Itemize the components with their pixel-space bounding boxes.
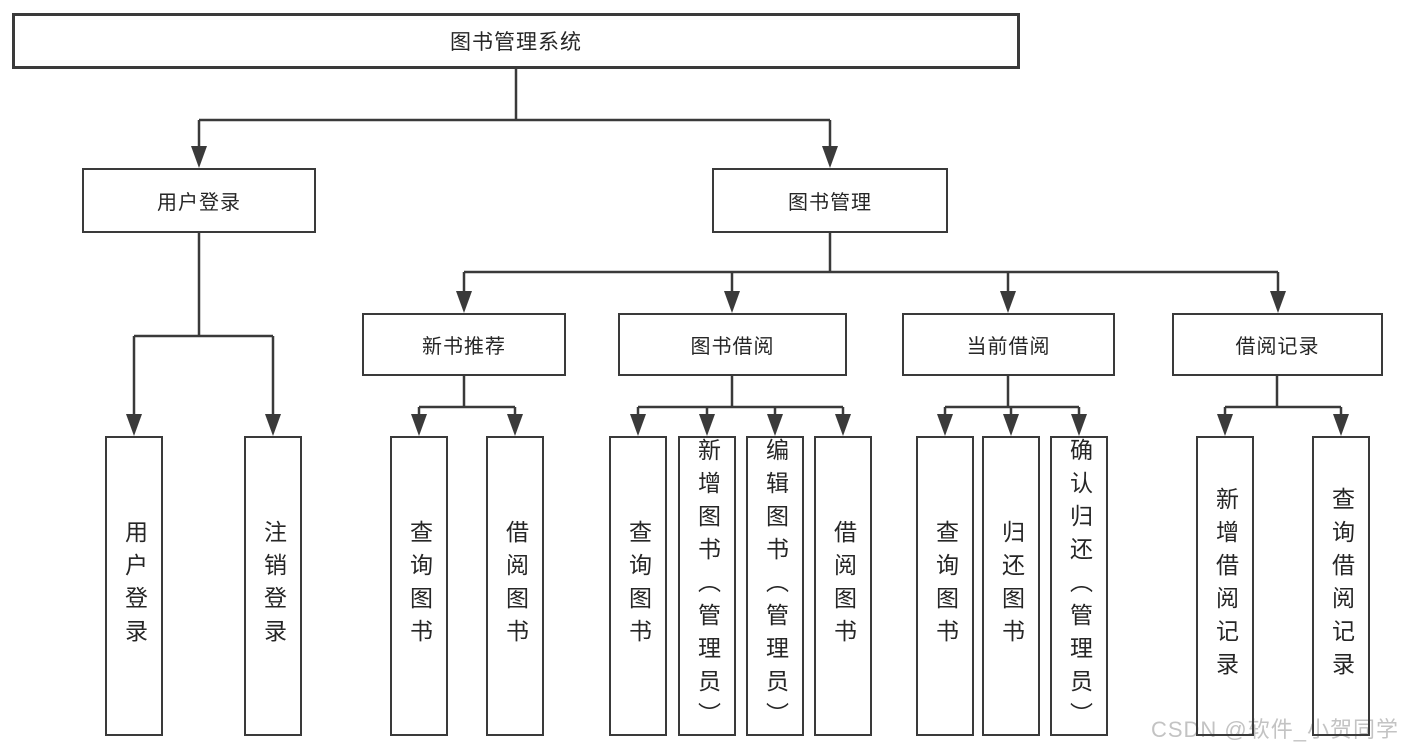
node-label: 编辑图书（管理员） bbox=[762, 437, 789, 735]
node-leaf-edit-books-admin: 编辑图书（管理员） bbox=[746, 436, 804, 736]
node-label: 新增借阅记录 bbox=[1212, 487, 1239, 685]
node-leaf-add-borrow-record: 新增借阅记录 bbox=[1196, 436, 1254, 736]
node-label: 用户登录 bbox=[121, 520, 148, 652]
node-leaf-return-books: 归还图书 bbox=[982, 436, 1040, 736]
node-label: 图书管理系统 bbox=[450, 31, 582, 54]
node-label: 注销登录 bbox=[260, 520, 287, 652]
node-leaf-query-books-1: 查询图书 bbox=[390, 436, 448, 736]
node-label: 查询图书 bbox=[625, 520, 652, 652]
node-label: 用户登录 bbox=[157, 192, 241, 214]
node-label: 图书管理 bbox=[788, 192, 872, 214]
node-new-book-recommendation: 新书推荐 bbox=[362, 313, 566, 376]
node-borrowing-records: 借阅记录 bbox=[1172, 313, 1383, 376]
node-label: 当前借阅 bbox=[966, 336, 1051, 358]
node-label: 图书借阅 bbox=[690, 336, 775, 358]
node-label: 查询图书 bbox=[932, 520, 959, 652]
node-book-borrowing: 图书借阅 bbox=[618, 313, 847, 376]
node-user-login: 用户登录 bbox=[82, 168, 316, 233]
node-leaf-add-books-admin: 新增图书（管理员） bbox=[678, 436, 736, 736]
node-label: 查询图书 bbox=[406, 520, 433, 652]
node-leaf-query-books-2: 查询图书 bbox=[609, 436, 667, 736]
connector-paths bbox=[132, 69, 1343, 416]
node-leaf-query-borrow-record: 查询借阅记录 bbox=[1312, 436, 1370, 736]
node-label: 新书推荐 bbox=[422, 336, 506, 358]
arrowheads bbox=[126, 146, 1349, 436]
node-leaf-logout: 注销登录 bbox=[244, 436, 302, 736]
node-label: 查询借阅记录 bbox=[1328, 487, 1355, 685]
node-leaf-confirm-return-admin: 确认归还（管理员） bbox=[1050, 436, 1108, 736]
node-label: 归还图书 bbox=[998, 520, 1025, 652]
csdn-watermark: CSDN @软件_小贺同学 bbox=[1150, 717, 1399, 742]
node-library-management-system: 图书管理系统 bbox=[12, 13, 1020, 69]
node-label: 借阅记录 bbox=[1235, 336, 1320, 358]
node-current-borrowing: 当前借阅 bbox=[902, 313, 1115, 376]
node-label: 借阅图书 bbox=[830, 520, 857, 652]
node-book-management: 图书管理 bbox=[712, 168, 948, 233]
node-label: 借阅图书 bbox=[502, 520, 529, 652]
node-label: 确认归还（管理员） bbox=[1066, 437, 1093, 735]
node-label: 新增图书（管理员） bbox=[694, 437, 721, 735]
node-leaf-query-books-3: 查询图书 bbox=[916, 436, 974, 736]
node-leaf-borrow-books-1: 借阅图书 bbox=[486, 436, 544, 736]
node-leaf-borrow-books-2: 借阅图书 bbox=[814, 436, 872, 736]
node-leaf-user-login: 用户登录 bbox=[105, 436, 163, 736]
